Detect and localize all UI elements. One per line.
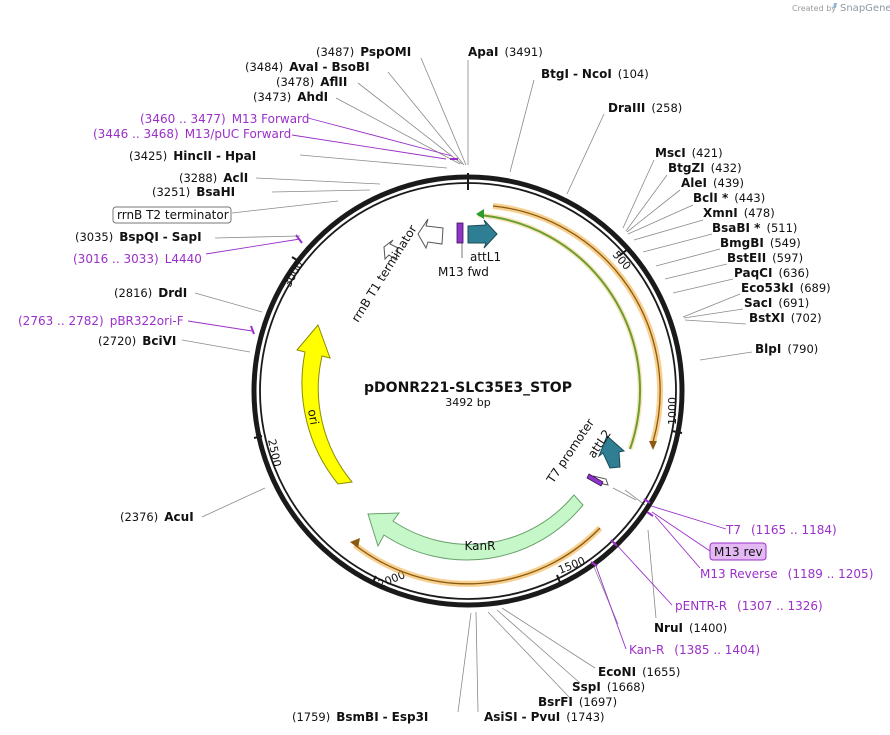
tick-label-3000: 3000: [281, 259, 306, 290]
attl2-arrow: [597, 435, 626, 469]
site-aflii[interactable]: (3478)AflII: [276, 75, 347, 89]
site-apai[interactable]: ApaI(3491): [468, 45, 543, 59]
tick-label-2500: 2500: [265, 438, 284, 468]
primer-m13-rev-label: M13 rev: [714, 545, 763, 559]
rrnb-t2-arrow: [383, 239, 399, 261]
orange-feature-line-bottom: [354, 527, 601, 585]
restriction-site-labels: (3487)PspOMI (3484)AvaI-BsoBI (3478)AflI…: [75, 45, 831, 724]
primer-m13-puc-forward[interactable]: (3446 .. 3468)M13/pUC Forward: [93, 127, 291, 141]
site-asisi-pvui[interactable]: AsiSI-PvuI(1743): [484, 710, 605, 724]
rrnb-t1-arrow: [417, 218, 444, 250]
site-avai-bsobi[interactable]: (3484)AvaI-BsoBI: [245, 60, 370, 74]
site-paqci[interactable]: PaqCI(636): [734, 266, 809, 280]
site-econi[interactable]: EcoNI(1655): [598, 665, 680, 679]
site-draiii[interactable]: DraIII(258): [608, 101, 682, 115]
m13-fwd-label: M13 fwd: [438, 265, 489, 279]
site-sspi[interactable]: SspI(1668): [572, 680, 645, 694]
ori-arrow: [296, 324, 353, 485]
site-drdi[interactable]: (2816)DrdI: [114, 286, 187, 300]
site-ahdi[interactable]: (3473)AhdI: [253, 90, 328, 104]
orange-feature-line-top: [492, 205, 661, 443]
primer-m13-rev-tag[interactable]: M13 rev: [709, 542, 767, 561]
site-msci[interactable]: MscI(421): [655, 146, 723, 160]
snapgene-logo-icon: [833, 3, 837, 8]
rrnb-t2-terminator-tag[interactable]: rrnB T2 terminator: [112, 206, 232, 224]
kanr-label: KanR: [465, 539, 496, 553]
attl1-label: attL1: [470, 250, 501, 264]
tick-label-1000: 1000: [666, 397, 679, 425]
primer-t7[interactable]: T7(1165 .. 1184): [725, 523, 837, 537]
site-pspomi[interactable]: (3487)PspOMI: [316, 45, 411, 59]
leader-lines: [181, 57, 753, 713]
site-xmni[interactable]: XmnI(478): [703, 206, 775, 220]
green-feature-highlight: [477, 212, 643, 450]
kanr-arrow: [367, 494, 584, 561]
primer-marks: [250, 158, 654, 567]
site-bcli[interactable]: BclI *(443): [693, 191, 765, 205]
site-blpi[interactable]: BlpI(790): [755, 342, 818, 356]
plasmid-length: 3492 bp: [445, 396, 490, 409]
primer-m13-reverse[interactable]: M13 Reverse(1189 .. 1205): [700, 567, 873, 581]
credit-prefix: Created by: [792, 4, 836, 13]
primer-pentr-r[interactable]: pENTR-R(1307 .. 1326): [675, 599, 823, 613]
primer-leader-lines: [187, 117, 727, 650]
primer-labels: (3460 .. 3477)M13 Forward (3446 .. 3468)…: [18, 112, 873, 657]
site-saci[interactable]: SacI(691): [744, 296, 809, 310]
green-feature-arrowhead: [476, 209, 484, 219]
site-bmgbi[interactable]: BmgBI(549): [720, 236, 801, 250]
rrnb-t1-label: rrnB T1 terminator: [349, 222, 420, 324]
primer-pbr322ori-f[interactable]: (2763 .. 2782)pBR322ori-F: [18, 314, 184, 328]
orange-feature-arc-top: [492, 203, 664, 443]
site-bsrfi[interactable]: BsrFI(1697): [538, 695, 617, 709]
site-bsmbi-esp3i[interactable]: (1759)BsmBI-Esp3I: [292, 710, 428, 724]
site-bstxi[interactable]: BstXI(702): [749, 311, 822, 325]
green-feature-arc: [477, 214, 641, 450]
site-bsteii[interactable]: BstEII(597): [727, 251, 803, 265]
orange-feature-arrowhead-bottom: [350, 538, 360, 548]
rrnb-t2-label: rrnB T2 terminator: [117, 208, 229, 222]
scale-ticks: [253, 248, 683, 586]
primer-m13-forward[interactable]: (3460 .. 3477)M13 Forward: [140, 112, 309, 126]
plasmid-name: pDONR221-SLC35E3_STOP: [364, 380, 572, 396]
site-btgzi[interactable]: BtgZI(432): [668, 161, 742, 175]
site-hincii-hpai[interactable]: (3425)HincII-HpaI: [129, 149, 256, 163]
credit-brand: SnapGene: [840, 3, 890, 14]
m13-fwd-arrow: [467, 219, 498, 249]
attl2-marker: [586, 473, 604, 487]
site-acli[interactable]: (3288)AclI: [179, 171, 248, 185]
site-nrui[interactable]: NruI(1400): [654, 621, 727, 635]
site-bsabi[interactable]: BsaBI *(511): [712, 221, 797, 235]
site-acui[interactable]: (2376)AcuI: [120, 510, 194, 524]
site-bcivi[interactable]: (2720)BciVI: [98, 334, 176, 348]
primer-l4440[interactable]: (3016 .. 3033)L4440: [73, 252, 202, 266]
attl1-marker: [456, 222, 464, 244]
ori-label: ori: [305, 408, 321, 426]
site-eco53ki[interactable]: Eco53kI(689): [741, 281, 831, 295]
site-alei[interactable]: AleI(439): [681, 176, 744, 190]
orange-feature-arrowhead-top: [649, 441, 657, 450]
primer-kan-r[interactable]: Kan-R(1385 .. 1404): [629, 643, 760, 657]
site-bsahi[interactable]: (3251)BsaHI: [152, 185, 235, 199]
site-bspqi-sapi[interactable]: (3035)BspQI-SapI: [75, 230, 202, 244]
site-btgi-ncoi[interactable]: BtgI-NcoI(104): [541, 67, 649, 81]
